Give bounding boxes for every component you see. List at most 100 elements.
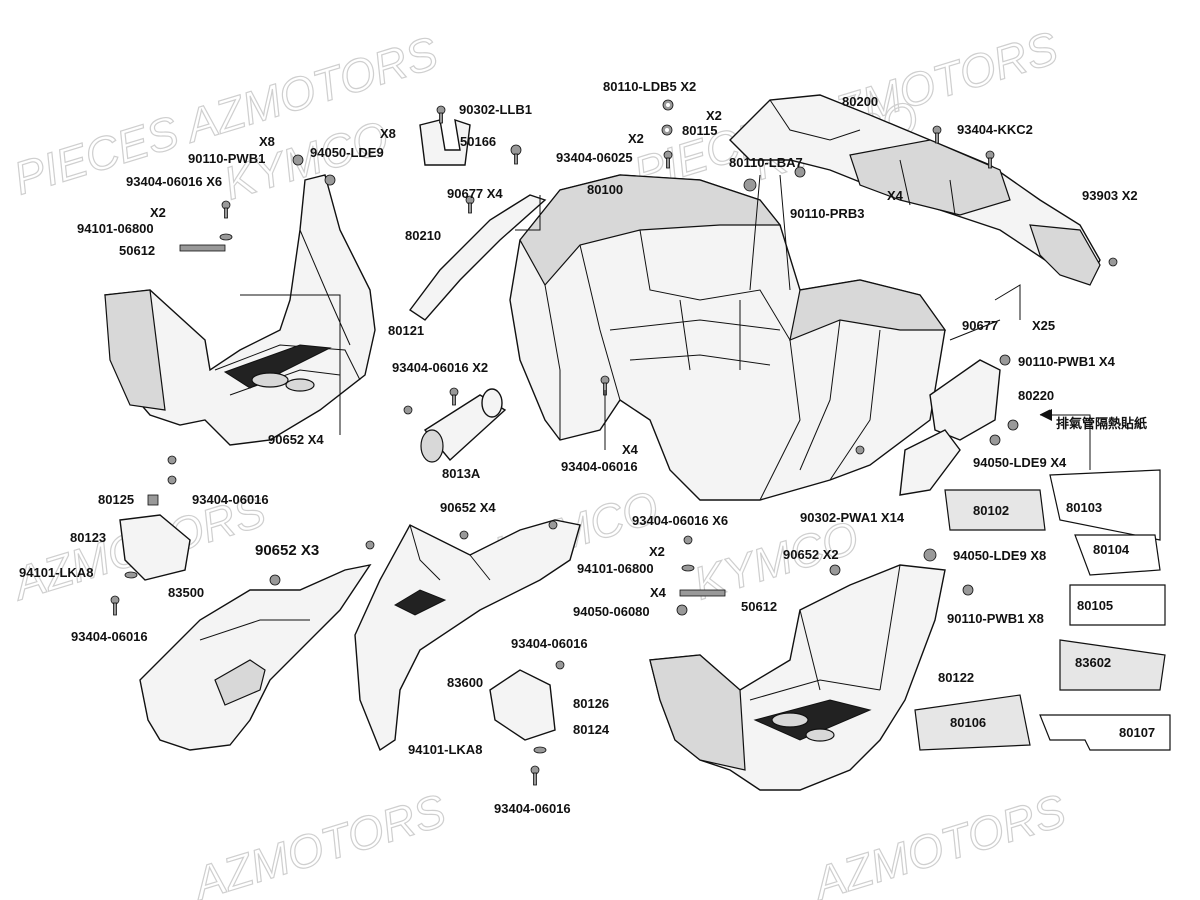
nut-icon [989,434,1001,446]
part-label: 93404-06025 [556,150,633,165]
part-label: 80200 [842,94,878,109]
part-label: 93404-06016 X6 [632,513,728,528]
bolt-icon [167,455,177,465]
left-front-fender-part [104,174,376,446]
washer-icon [124,571,138,579]
main-fender-part [509,174,947,501]
part-label: 90302-LLB1 [459,102,532,117]
washer-icon [219,233,233,241]
watermark: AZMOTORS [185,784,452,900]
part-label: 90110-PWB1 [188,151,265,166]
nut-icon [676,604,688,616]
part-label: 80123 [70,530,106,545]
part-label: 94101-06800 [77,221,154,236]
bolt-icon [548,520,558,530]
part-label: 90652 X4 [268,432,324,447]
part-label: 80103 [1066,500,1102,515]
part-label: 80102 [973,503,1009,518]
bolt-icon [221,200,231,219]
part-label: 90110-PRB3 [790,206,864,221]
qty-label: X25 [1032,318,1055,333]
callout-labels: 90302-LLB1 80110-LDB5 X2 X2 80115 X2 934… [19,79,1155,816]
bolt-icon [999,354,1011,366]
bolt-icon [403,405,413,415]
part-label: 90652 X2 [783,547,839,562]
part-label: 94050-LDE9 [310,145,384,160]
clip-icon [147,494,159,506]
sticker-80103 [1049,469,1161,541]
strip-50612-icon [679,589,726,597]
part-label: 80126 [573,696,609,711]
leader-lines [240,174,1021,450]
nut-icon [292,154,304,166]
part-label: 90677 X4 [447,186,503,201]
part-label: 50166 [460,134,496,149]
sticker-set [914,469,1171,751]
bolt-icon [1108,257,1118,267]
part-label: 80124 [573,722,610,737]
part-label: 93404-06016 [494,801,571,816]
washer-icon [681,564,695,572]
part-label: 50612 [741,599,777,614]
part-label: 90652 X4 [440,500,496,515]
bolt-icon [663,150,673,169]
nut-icon [743,178,757,192]
part-label: 94050-06080 [573,604,650,619]
part-label: 94050-LDE9 X4 [973,455,1067,470]
bolt-icon [365,540,375,550]
part-label: 90677 [962,318,998,333]
rear-rack-part [729,94,1101,286]
side-cover-83500-part [139,563,372,751]
part-label: 80121 [388,323,424,338]
strip-50612-icon [179,244,226,252]
part-label: 93404-06016 [192,492,269,507]
part-label: 93404-KKC2 [957,122,1033,137]
nut-icon [324,174,336,186]
bolt-icon [683,535,693,545]
bolt-icon [110,595,120,616]
part-label: 90110-PWB1 X8 [947,611,1044,626]
qty-label: X8 [259,134,275,149]
bolt-icon [459,530,469,540]
part-label: 80104 [1093,542,1130,557]
right-front-fender-part [649,564,946,791]
sticker-80107 [1039,714,1171,751]
part-label: 80110-LBA7 [729,155,803,170]
part-label: 83500 [168,585,204,600]
part-label: 8013A [442,466,481,481]
arrowhead-icon [1040,409,1052,421]
bolt-icon [855,445,865,455]
part-label: 80106 [950,715,986,730]
part-label: 90302-PWA1 X14 [800,510,905,525]
washer-icon [533,746,547,754]
watermark: AZMOTORS [805,784,1072,900]
part-label: 93404-06016 X2 [392,360,488,375]
qty-label: X4 [650,585,667,600]
part-label: 80220 [1018,388,1054,403]
part-label: 80210 [405,228,441,243]
part-label: 93404-06016 [511,636,588,651]
sticker-80105 [1069,584,1166,626]
part-label: 90110-PWB1 X4 [1018,354,1116,369]
part-label: 93404-06016 [71,629,148,644]
part-label: 50612 [119,243,155,258]
qty-label: X4 [887,188,904,203]
part-label: 94101-06800 [577,561,654,576]
nut-icon [662,99,674,111]
part-label: 80125 [98,492,134,507]
bolt-icon [932,125,942,144]
qty-label: X2 [150,205,166,220]
nut-icon [794,166,806,178]
heat-shield-8013a-part [420,388,507,463]
bolt-icon [530,765,540,786]
bolt-icon [962,584,974,596]
rail-80210-part [408,194,547,321]
qty-label: X2 [706,108,722,123]
fastener-layer [110,99,1118,786]
bolt-icon [465,195,475,214]
part-label: 80105 [1077,598,1113,613]
nut-icon [923,548,937,562]
sticker-80106 [914,694,1031,751]
part-label: 83602 [1075,655,1111,670]
